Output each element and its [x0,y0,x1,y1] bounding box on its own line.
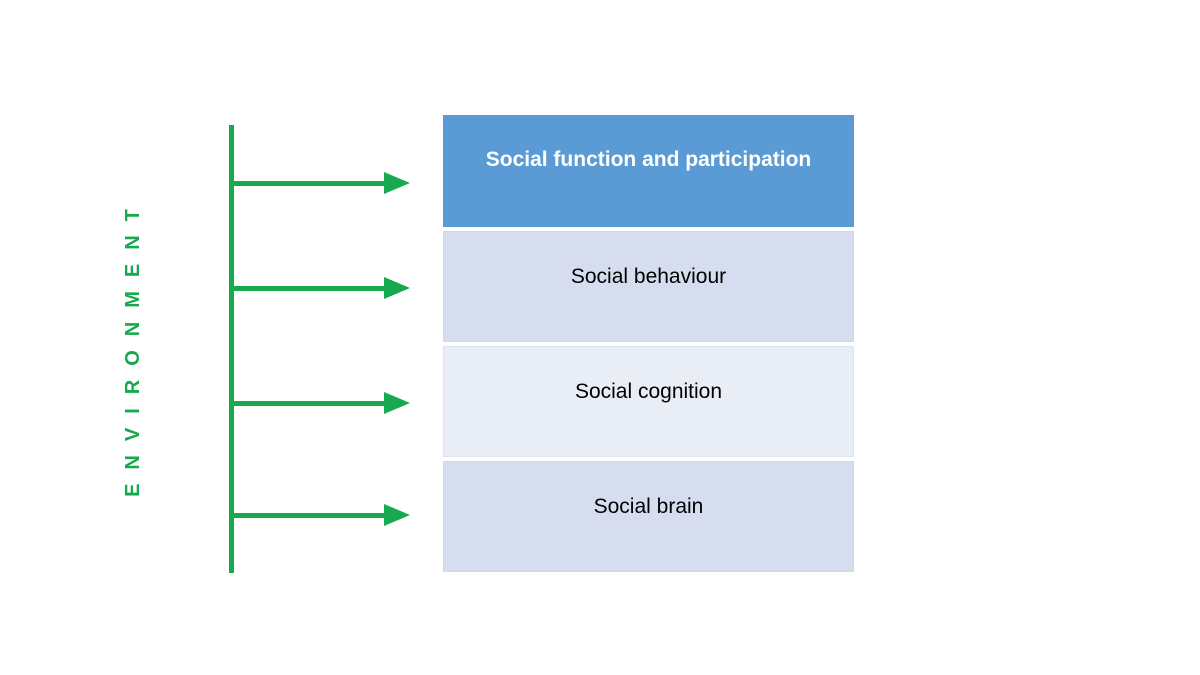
environment-arrow-1 [232,172,410,194]
environment-vertical-label: ENVIRONMENT [122,195,144,497]
right-arrowhead-icon [384,392,410,414]
box-social-brain: Social brain [443,461,854,572]
box-social-function-and-participation: Social function and participation [443,115,854,227]
environment-arrow-2 [232,277,410,299]
right-arrowhead-icon [384,504,410,526]
environment-arrow-4 [232,504,410,526]
arrow-shaft [232,400,386,406]
box-label: Social behaviour [570,265,727,288]
arrow-shaft [232,512,386,518]
arrow-shaft [232,285,386,291]
box-label: Social function and participation [485,148,812,171]
right-arrowhead-icon [384,277,410,299]
environment-arrow-3 [232,392,410,414]
arrow-shaft [232,180,386,186]
box-social-cognition: Social cognition [443,346,854,457]
box-label: Social brain [593,495,704,518]
box-social-behaviour: Social behaviour [443,231,854,342]
environment-axis-line [229,125,234,573]
right-arrowhead-icon [384,172,410,194]
box-label: Social cognition [574,380,723,403]
